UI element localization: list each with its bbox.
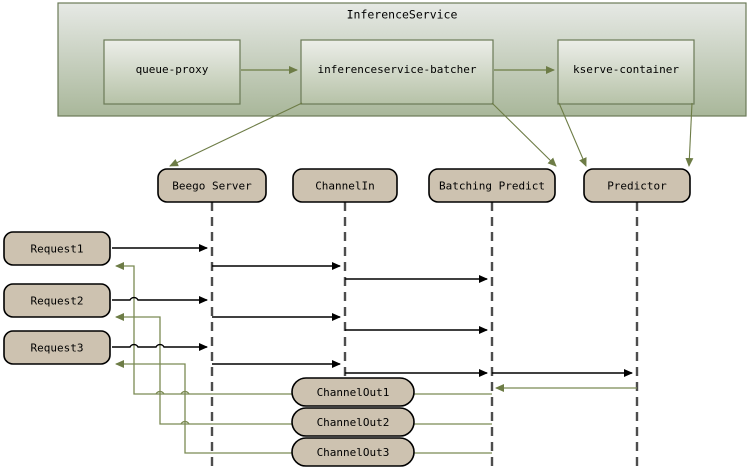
- actor-predictor-label: Predictor: [607, 180, 667, 193]
- actor-predictor[interactable]: [583, 168, 691, 203]
- actor-channelin-label: ChannelIn: [315, 180, 375, 193]
- actor-request3[interactable]: [3, 330, 111, 365]
- black-messages: [112, 244, 633, 377]
- inferenceservice-container: InferenceService queue-proxy inferencese…: [57, 2, 747, 117]
- arrow-batcher-to-batching-predict: [491, 102, 557, 167]
- actor-batching-predict-label: Batching Predict: [439, 180, 545, 193]
- inferenceservice-batcher-label: inferenceservice-batcher: [318, 63, 477, 76]
- return-path-channelout2-to-request2: [115, 313, 292, 425]
- mapping-arrows: [169, 102, 694, 167]
- msg-request2-to-beego-server: [112, 296, 208, 304]
- actor-beego-server[interactable]: [157, 168, 267, 203]
- actor-channelout1-label: ChannelOut1: [317, 386, 390, 399]
- arrow-batcher-to-beego-server: [169, 102, 303, 167]
- kserve-container-box[interactable]: [557, 39, 695, 105]
- actor-request2-label: Request2: [31, 295, 84, 308]
- actor-channelout1[interactable]: [291, 377, 415, 407]
- arrow-kserve-to-predictor-right: [685, 102, 694, 167]
- kserve-container-label: kserve-container: [573, 63, 679, 76]
- actor-request2[interactable]: [3, 283, 111, 318]
- actor-batching-predict[interactable]: [428, 168, 556, 203]
- actor-request1-label: Request1: [31, 243, 84, 256]
- channelout-actors: ChannelOut1 ChannelOut2 ChannelOut3: [291, 377, 415, 467]
- queue-proxy-label: queue-proxy: [136, 63, 209, 76]
- actor-channelout3-label: ChannelOut3: [317, 446, 390, 459]
- arrow-kserve-to-predictor-left: [558, 102, 587, 167]
- msg-request3-to-beego-server: [112, 343, 208, 351]
- hop-v185-2: [180, 420, 190, 425]
- lifelines: Beego Server ChannelIn Batching Predict …: [157, 168, 691, 469]
- inferenceservice-batcher-box[interactable]: [300, 39, 494, 105]
- hop-v160-1: [155, 390, 165, 395]
- request-actors: Request1 Request2 Request3: [3, 231, 111, 365]
- return-routing: [115, 262, 292, 454]
- return-path-channelout1-to-request1: [115, 262, 292, 395]
- actor-beego-server-label: Beego Server: [172, 180, 252, 193]
- actor-channelout2[interactable]: [291, 407, 415, 437]
- return-path-channelout3-to-request3: [115, 360, 292, 454]
- inferenceservice-title: InferenceService: [347, 8, 458, 22]
- hop-v185-1: [180, 390, 190, 395]
- actor-request1[interactable]: [3, 231, 111, 266]
- actor-request3-label: Request3: [31, 342, 84, 355]
- queue-proxy-box[interactable]: [103, 39, 241, 105]
- actor-channelin[interactable]: [292, 168, 398, 203]
- actor-channelout2-label: ChannelOut2: [317, 416, 390, 429]
- actor-channelout3[interactable]: [291, 437, 415, 467]
